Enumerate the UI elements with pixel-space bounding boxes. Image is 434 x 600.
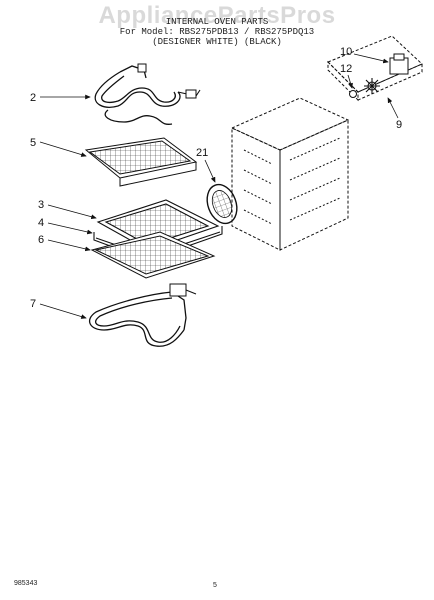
header-title: INTERNAL OVEN PARTS (165, 17, 269, 27)
footer-document-code: 985343 (14, 580, 38, 587)
fan-blade-part-12 (364, 78, 380, 94)
fan-motor-part-10 (389, 53, 409, 75)
callout-6: 6 (38, 234, 44, 246)
callout-3: 3 (38, 199, 44, 211)
wire-rack-part-6 (90, 231, 216, 279)
watermark-logo: AppliancePartsPros (98, 2, 336, 29)
callout-9: 9 (396, 119, 402, 131)
oven-light-lens-part-21 (206, 183, 238, 225)
callout-5: 5 (30, 137, 36, 149)
callout-2: 2 (30, 92, 36, 104)
callout-12: 12 (340, 63, 352, 75)
broiler-grid-part-3 (96, 199, 220, 251)
callout-21: 21 (196, 147, 208, 159)
header-model-line: For Model: RBS275PDB13 / RBS275PDQ13 (119, 27, 315, 37)
bake-element-part-7 (88, 283, 197, 347)
header-color-line: (DESIGNER WHITE) (BLACK) (152, 37, 282, 47)
callout-10: 10 (340, 46, 352, 58)
oven-cavity (230, 97, 350, 251)
oven-rack-part-5 (84, 137, 198, 187)
callout-7: 7 (30, 298, 36, 310)
footer-page-number: 5 (213, 582, 217, 589)
callout-4: 4 (38, 217, 44, 229)
fan-nut (349, 90, 357, 98)
broil-element-part-2 (94, 63, 201, 125)
